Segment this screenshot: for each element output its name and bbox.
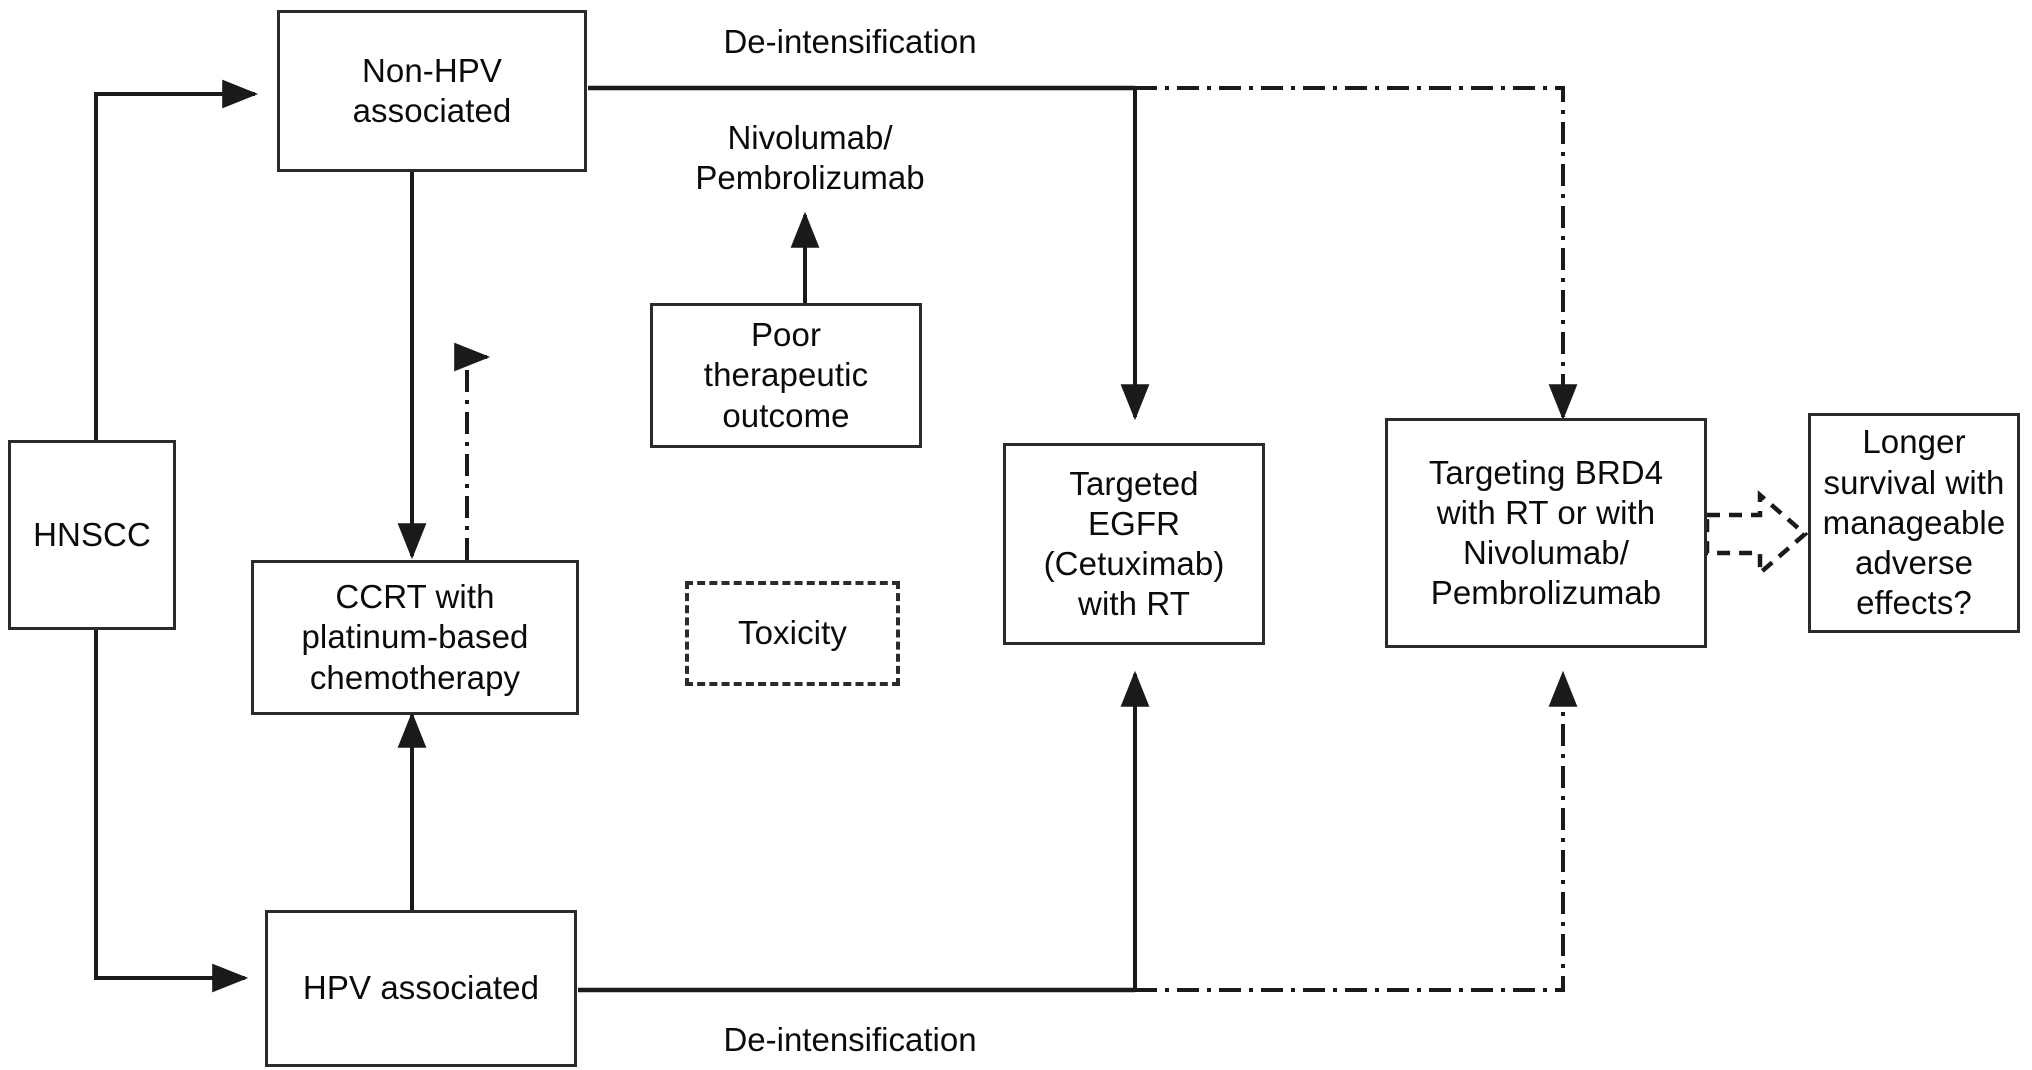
connector-non-hpv-deintensification-solid [588, 85, 1150, 421]
node-targeted-egfr-label: Targeted EGFR (Cetuximab) with RT [1043, 464, 1225, 623]
node-ccrt[interactable]: CCRT with platinum-based chemotherapy [251, 560, 579, 715]
node-longer-survival-label: Longer survival with manageable adverse … [1822, 423, 2006, 622]
connector-non-hpv-deintensification-dashdot [1135, 86, 1578, 421]
connector-hpv-deintensification-solid [578, 670, 1150, 993]
node-targeting-brd4[interactable]: Targeting BRD4 with RT or with Nivolumab… [1385, 418, 1707, 648]
connector-ccrt-to-poor-outcome [454, 342, 491, 560]
node-targeted-egfr[interactable]: Targeted EGFR (Cetuximab) with RT [1003, 443, 1265, 645]
node-toxicity[interactable]: Toxicity [685, 581, 900, 686]
connector-hpv-deintensification-dashdot [1135, 670, 1578, 992]
edge-label-deintensification-bottom: De-intensification [723, 1021, 977, 1058]
node-poor-therapeutic-outcome[interactable]: Poor therapeutic outcome [650, 303, 922, 448]
connector-hnscc-to-hpv [94, 630, 249, 993]
node-hnscc[interactable]: HNSCC [8, 440, 176, 630]
node-poor-therapeutic-outcome-label: Poor therapeutic outcome [703, 316, 869, 434]
node-ccrt-label: CCRT with platinum-based chemotherapy [301, 578, 529, 696]
edge-label-nivolumab-pembrolizumab: Nivolumab/ Pembrolizumab [695, 119, 925, 196]
node-non-hpv-associated[interactable]: Non-HPV associated [277, 10, 587, 172]
connector-brd4-to-longer-survival [1704, 490, 1809, 578]
node-non-hpv-associated-label: Non-HPV associated [352, 51, 512, 129]
node-targeting-brd4-label: Targeting BRD4 with RT or with Nivolumab… [1428, 453, 1664, 612]
edge-label-deintensification-top: De-intensification [723, 23, 977, 60]
node-hpv-associated-label: HPV associated [302, 969, 540, 1007]
node-longer-survival[interactable]: Longer survival with manageable adverse … [1808, 413, 2020, 633]
node-hpv-associated[interactable]: HPV associated [265, 910, 577, 1067]
node-hnscc-label: HNSCC [33, 515, 151, 553]
node-toxicity-label: Toxicity [738, 614, 847, 652]
connector-hnscc-to-non-hpv [94, 79, 259, 440]
